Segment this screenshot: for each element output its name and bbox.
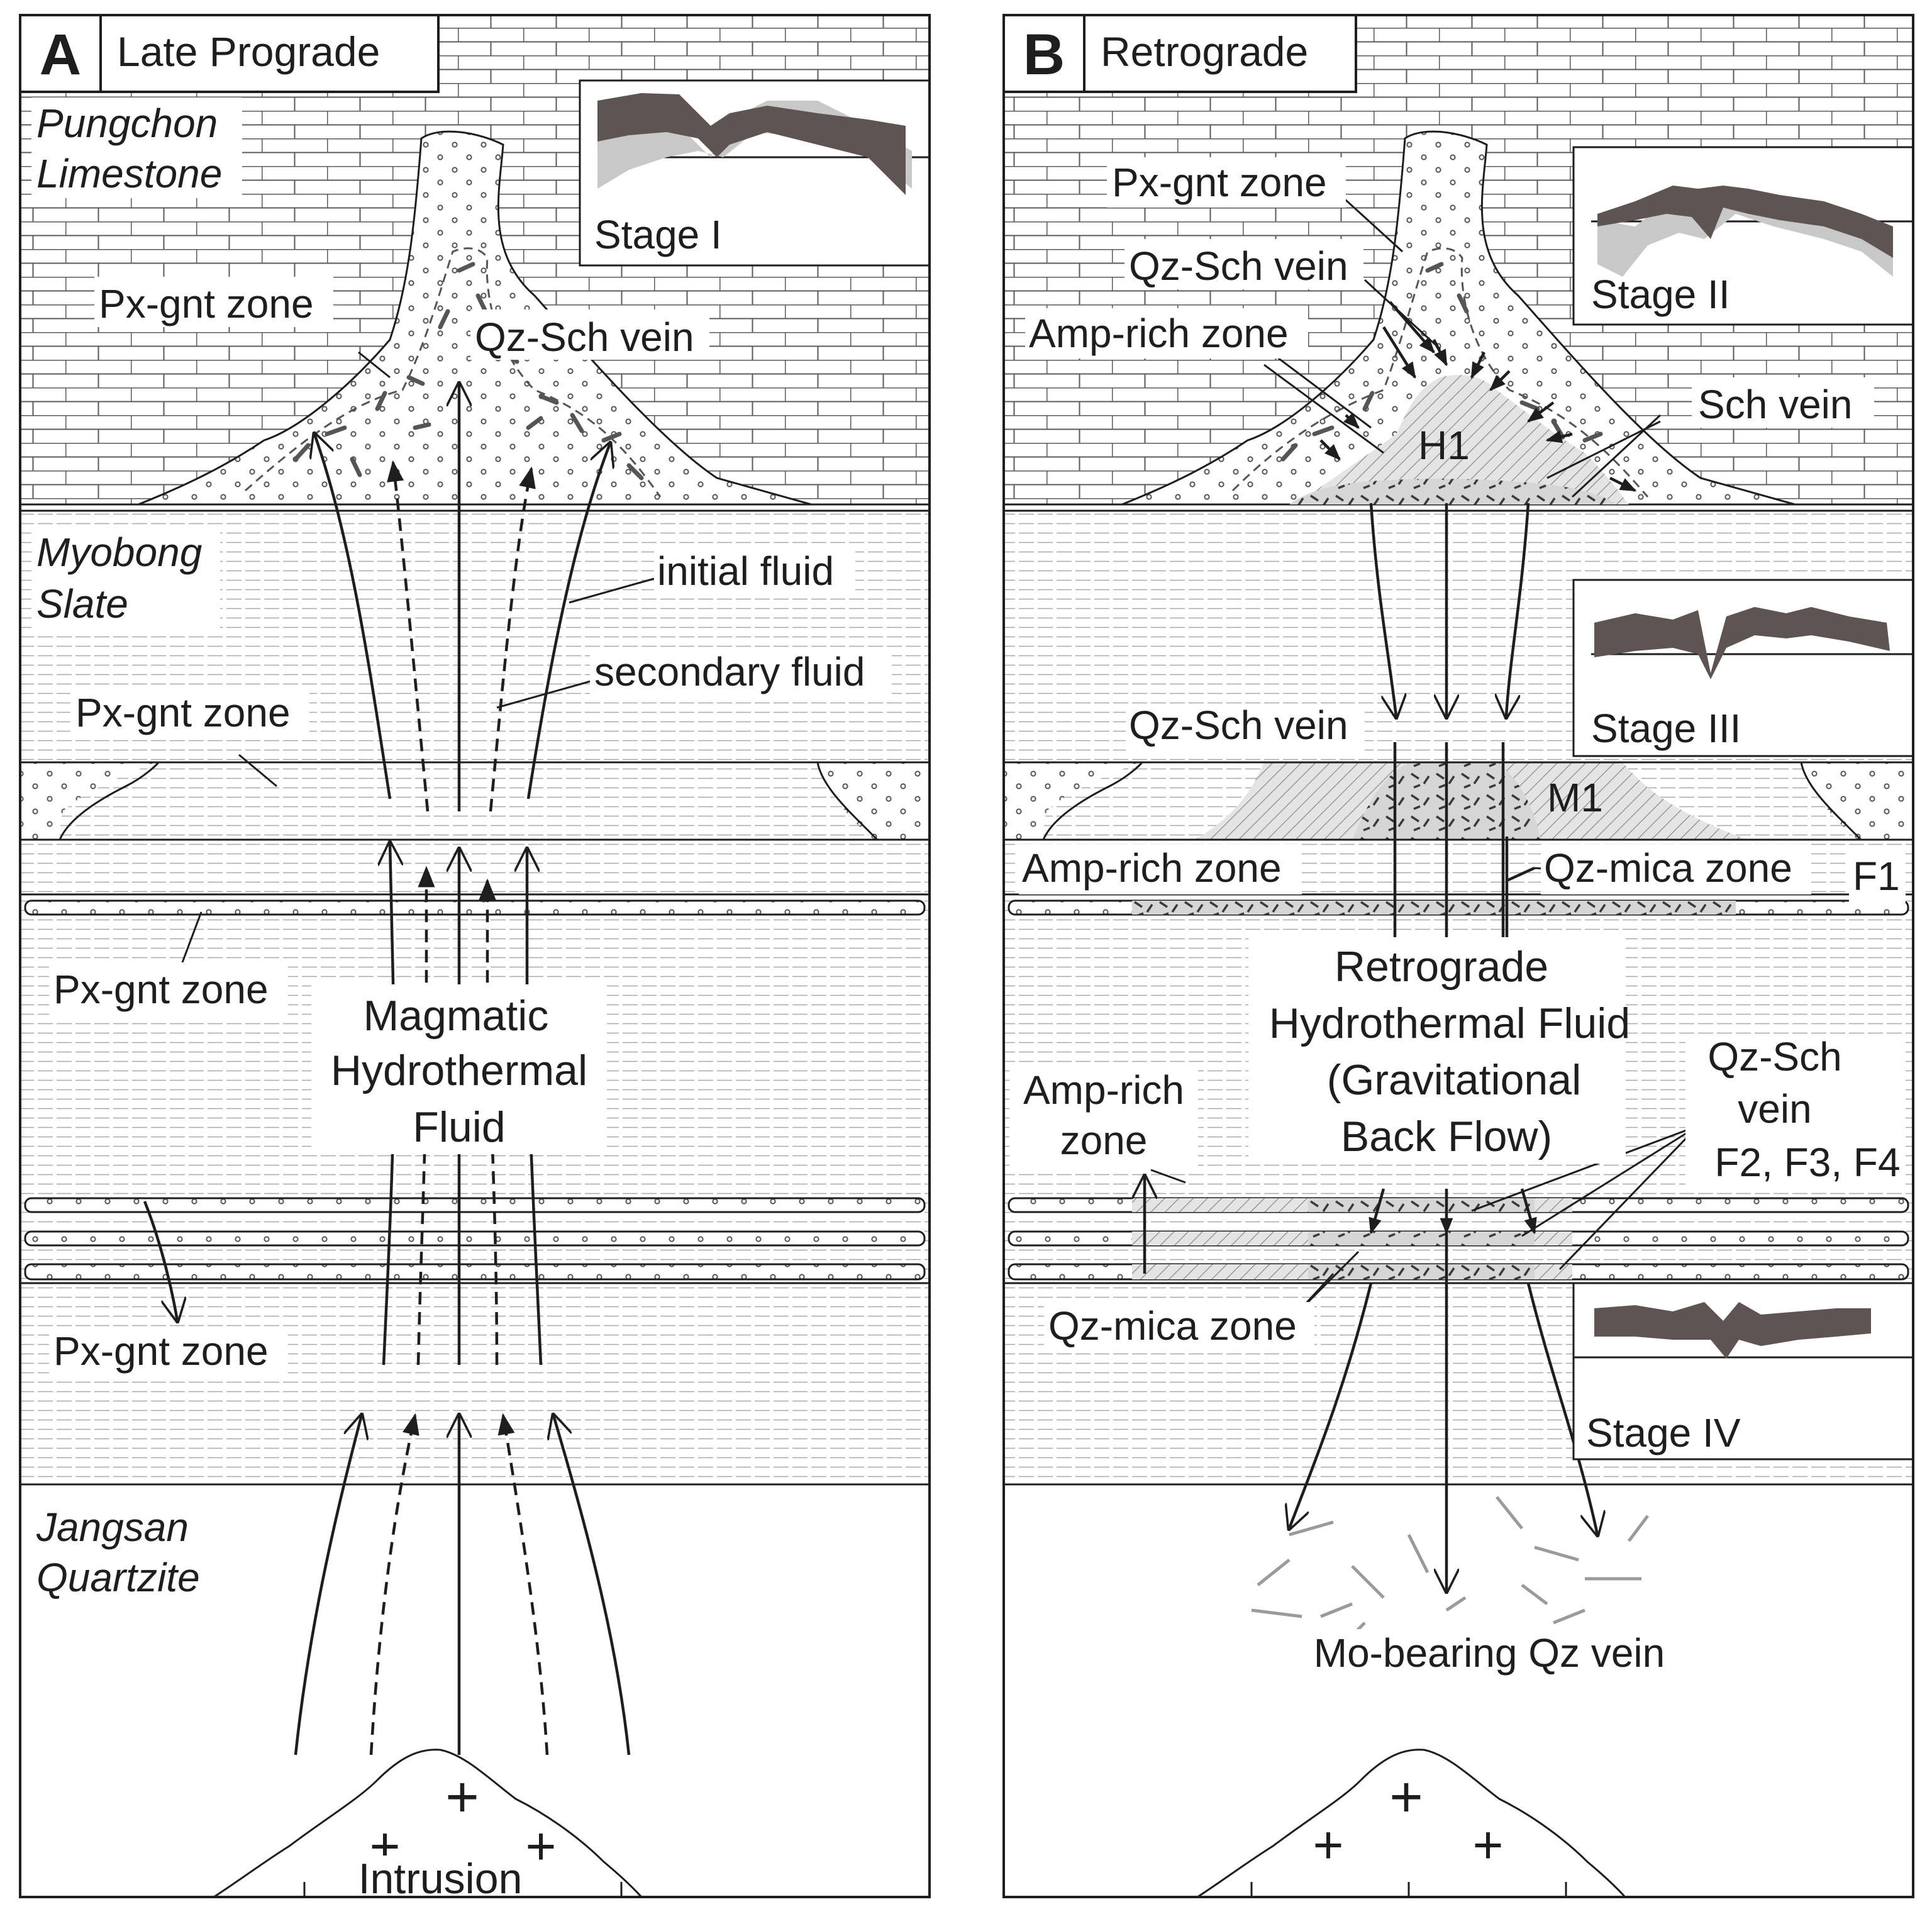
panel-b: + + + [1002,14,1914,1898]
intrusion-plus-b3: + [1472,1815,1503,1874]
stage-iv-label: Stage IV [1586,1410,1741,1455]
panel-b-letter: B [1023,23,1065,87]
intrusion-label: Intrusion [358,1855,523,1903]
retrograde-fluid-line-1: Retrograde [1335,943,1548,991]
h1-dash-zone [1289,479,1616,504]
secondary-fluid-label: secondary fluid [594,649,865,694]
mo-vein-label: Mo-bearing Qz vein [1314,1630,1665,1676]
qz-sch-vein-label-b3-3: F2, F3, F4 [1714,1140,1900,1185]
labels-b: Px-gnt zone Qz-Sch vein Amp-rich zone Sc… [1009,157,1906,1679]
panel-a-border [19,14,931,1898]
h1-label: H1 [1418,423,1470,468]
initial-fluid-label: initial fluid [657,548,834,594]
magmatic-fluid-line-2: Hydrothermal [331,1047,587,1094]
limestone-label-2: Limestone [36,151,222,196]
panel-a: + + + [19,14,931,1903]
px-gnt-zone-label-b: Px-gnt zone [1112,160,1327,205]
stage-i-label: Stage I [594,212,722,257]
amp-rich-zone-label-b1: Amp-rich zone [1029,311,1289,356]
retrograde-fluid-line-4: Back Flow) [1341,1113,1552,1160]
f1-label: F1 [1853,854,1900,899]
px-gnt-zone-label-a4: Px-gnt zone [53,1328,269,1374]
retrograde-fluid-line-3: (Gravitational [1327,1056,1581,1104]
qz-mica-zone-label-b1: Qz-mica zone [1544,845,1792,891]
panel-a-title: Late Prograde [117,28,380,75]
qz-sch-vein-label-b3-1: Qz-Sch [1707,1034,1841,1079]
slate-label-2: Slate [36,581,128,626]
labels-a: Pungchon Limestone Px-gnt zone Qz-Sch ve… [31,97,892,1903]
magmatic-fluid-line-3: Fluid [413,1103,505,1151]
intrusion-plus-b1: + [1389,1765,1423,1829]
qz-mica-zone-label-b2: Qz-mica zone [1048,1303,1297,1349]
qz-sch-vein-label-b1: Qz-Sch vein [1129,243,1348,289]
fluid-arrows-b [1145,301,1637,1591]
px-gnt-zone-middle [20,762,930,840]
qz-sch-vein-a [245,247,662,498]
sch-vein-label: Sch vein [1698,382,1852,427]
px-gnt-zone-upper-b [1121,130,1796,506]
panel-a-letter: A [40,23,81,87]
limestone-label-1: Pungchon [36,101,218,146]
intrusion-plus-1: + [445,1765,479,1829]
px-gnt-zone-label-a1: Px-gnt zone [99,281,314,326]
panel-a-title-box [19,14,440,93]
qz-sch-vein-label-a: Qz-Sch vein [475,314,694,360]
px-gnt-zone-label-a3: Px-gnt zone [53,967,269,1012]
retrograde-fluid-line-2: Hydrothermal Fluid [1269,999,1630,1047]
qz-sch-vein-label-b2: Qz-Sch vein [1129,703,1348,748]
stage-iii-inset: Stage III [1572,579,1914,757]
slate-label-1: Myobong [36,530,203,575]
m1-label: M1 [1547,775,1603,820]
quartzite-label-2: Quartzite [36,1555,200,1600]
px-gnt-zone-label-a2: Px-gnt zone [75,690,291,735]
stage-i-inset: Stage I [579,79,931,267]
stage-iii-label: Stage III [1591,706,1741,751]
panel-b-title: Retrograde [1101,28,1308,75]
amp-rich-zone-label-b2: Amp-rich zone [1022,845,1282,891]
stage-ii-label: Stage II [1591,272,1730,317]
quartzite-label-1: Jangsan [36,1505,189,1550]
intrusion-body-b [1194,1749,1628,1898]
amp-rich-label-b3-2: zone [1060,1118,1148,1163]
panel-b-border [1002,14,1914,1898]
fluid-arrows-a [143,384,631,1755]
h1-amp-zone [1296,375,1629,504]
magmatic-fluid-line-1: Magmatic [364,992,549,1040]
stage-iv-inset: Stage IV [1572,1282,1914,1461]
px-gnt-zone-middle-b [1004,762,1913,840]
intrusion-plus-b2: + [1313,1815,1343,1874]
qz-sch-vein-label-b3-2: vein [1738,1086,1811,1132]
amp-rich-label-b3-1: Amp-rich [1023,1067,1184,1113]
thin-px-gnt-beds-a [20,893,930,1284]
stage-ii-inset: Stage II [1572,146,1914,326]
